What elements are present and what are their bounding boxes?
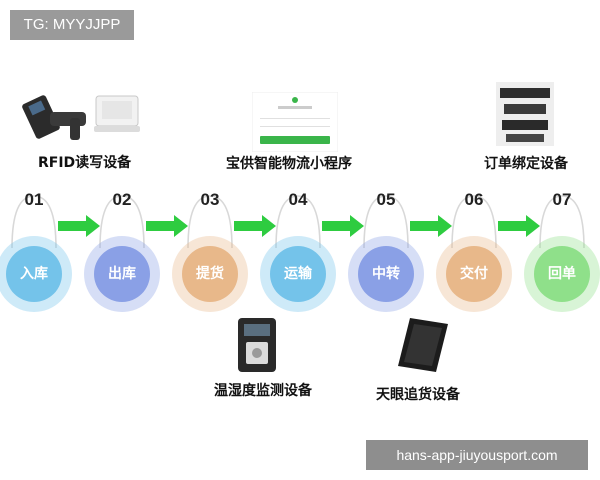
step-5-circle: 中转 [358, 246, 414, 302]
step-4-number: 04 [278, 190, 318, 210]
arrow-1 [58, 215, 100, 237]
step-6-circle: 交付 [446, 246, 502, 302]
arrow-2 [146, 215, 188, 237]
step-7-circle: 回单 [534, 246, 590, 302]
temp-humidity-device-image [236, 316, 278, 374]
arrow-3 [234, 215, 276, 237]
step-5-number: 05 [366, 190, 406, 210]
step-4-circle: 运输 [270, 246, 326, 302]
arrow-4 [322, 215, 364, 237]
temp-humidity-label: 温湿度监测设备 [214, 380, 312, 400]
step-3-number: 03 [190, 190, 230, 210]
tracker-device-image [396, 316, 450, 374]
step-1-circle: 入库 [6, 246, 62, 302]
step-2-number: 02 [102, 190, 142, 210]
arrow-6 [498, 215, 540, 237]
tracker-label: 天眼追货设备 [376, 384, 460, 404]
step-6-number: 06 [454, 190, 494, 210]
watermark-bottom: hans-app-jiuyousport.com [366, 440, 588, 470]
step-7-number: 07 [542, 190, 582, 210]
arrow-5 [410, 215, 452, 237]
step-3-circle: 提货 [182, 246, 238, 302]
step-2-circle: 出库 [94, 246, 150, 302]
step-1-number: 01 [14, 190, 54, 210]
